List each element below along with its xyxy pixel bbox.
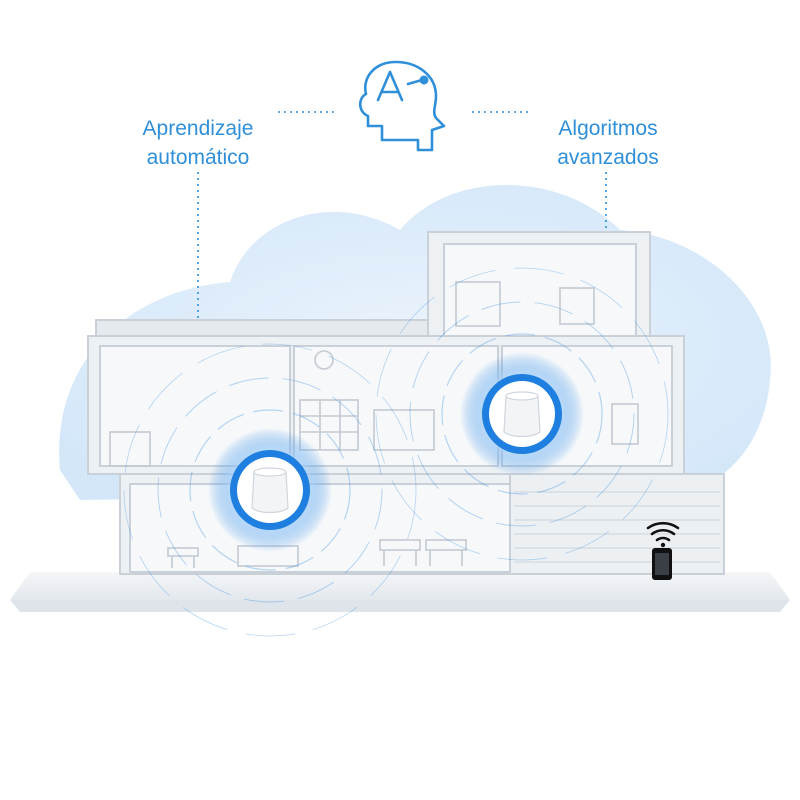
smartphone-icon	[652, 548, 672, 580]
machine-learning-label-line1: Aprendizaje	[142, 117, 254, 140]
signal-waves	[123, 267, 669, 637]
ground-slab	[10, 572, 790, 612]
machine-learning-label-line2: automático	[146, 146, 250, 169]
mesh-router-right	[460, 352, 584, 476]
advanced-algorithms-label: Algoritmos avanzados	[528, 114, 688, 172]
ai-head-icon	[358, 60, 446, 152]
wifi-icon	[646, 521, 680, 548]
advanced-algorithms-label-line2: avanzados	[557, 146, 659, 169]
advanced-algorithms-label-line1: Algoritmos	[558, 117, 658, 140]
machine-learning-label: Aprendizaje automático	[118, 114, 278, 172]
mesh-router-left	[208, 428, 332, 552]
